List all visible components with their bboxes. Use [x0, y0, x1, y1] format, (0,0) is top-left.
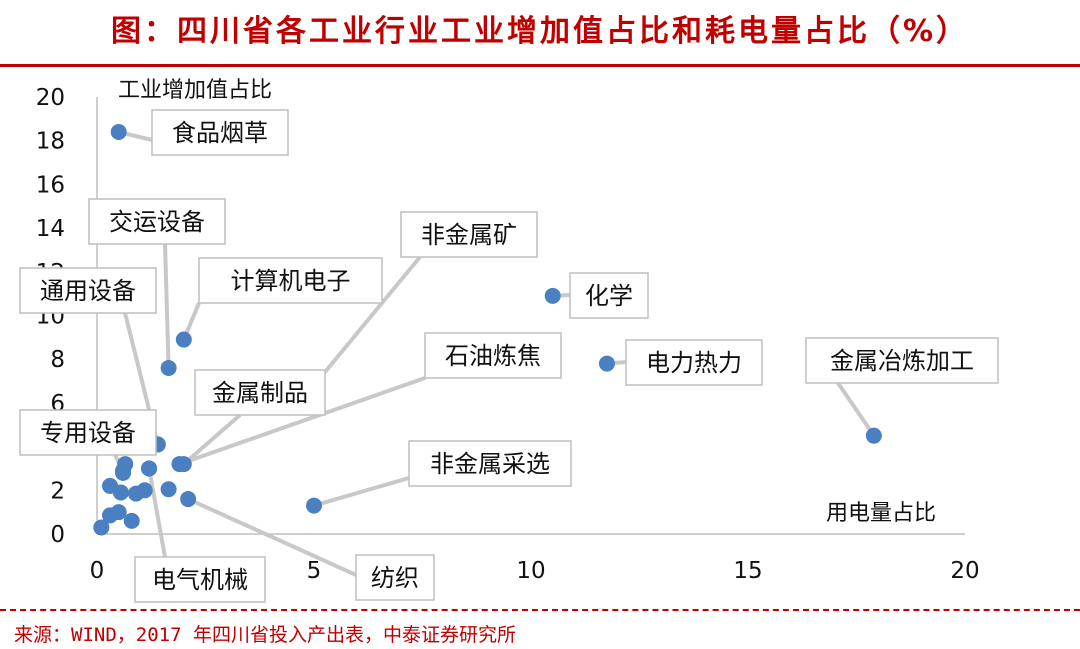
point-label: 电气机械 — [152, 566, 248, 594]
point-label: 计算机电子 — [231, 267, 351, 295]
point-label: 非金属采选 — [430, 450, 550, 478]
label-box — [19, 409, 157, 456]
point-label: 化学 — [585, 282, 633, 310]
point-label: 食品烟草 — [172, 119, 268, 147]
point-label: 非金属矿 — [421, 221, 517, 249]
x-tick-label: 20 — [950, 558, 979, 584]
scatter-point — [175, 456, 192, 473]
leader-line — [313, 476, 410, 508]
scatter-point — [160, 481, 177, 498]
title-rule — [0, 64, 1080, 67]
source-note: 来源：WIND，2017 年四川省投入产出表，中泰证券研究所 — [14, 624, 516, 646]
scatter-point — [598, 355, 615, 372]
x-tick-label: 15 — [733, 558, 762, 584]
scatter-point — [123, 512, 140, 529]
point-label: 纺织 — [371, 564, 419, 592]
label-box — [194, 369, 326, 416]
y-tick-label: 20 — [36, 85, 65, 111]
scatter-point — [110, 504, 127, 521]
point-label: 金属制品 — [212, 379, 308, 407]
point-label: 金属冶炼加工 — [830, 347, 974, 375]
leader-line — [187, 497, 357, 577]
x-tick-label: 0 — [90, 558, 105, 584]
source-rule — [0, 609, 1080, 611]
point-label: 电力热力 — [646, 349, 742, 377]
point-label: 石油炼焦 — [445, 342, 541, 370]
scatter-point — [175, 331, 192, 348]
label-box — [805, 337, 999, 384]
label-box — [134, 556, 266, 603]
scatter-point — [93, 519, 110, 536]
leader-line — [836, 381, 876, 437]
label-box — [151, 109, 289, 156]
leader-line — [147, 468, 167, 558]
y-tick-label: 0 — [50, 522, 65, 548]
scatter-chart: 0246810121416182005101520 食品烟草交运设备计算机电子非… — [19, 78, 999, 603]
label-box — [408, 440, 572, 487]
label-box — [424, 332, 562, 379]
leader-line — [182, 413, 242, 466]
label-box — [400, 211, 538, 258]
scatter-point — [141, 460, 158, 477]
y-tick-label: 18 — [36, 129, 65, 155]
scatter-point — [136, 482, 153, 499]
scatter-point — [110, 123, 127, 140]
label-box — [625, 339, 763, 386]
scatter-point — [112, 484, 129, 501]
point-label: 交运设备 — [109, 208, 205, 236]
leader-line — [163, 243, 171, 368]
x-tick-label: 5 — [307, 558, 322, 584]
scatter-point — [865, 427, 882, 444]
scatter-point — [544, 287, 561, 304]
label-box — [88, 198, 226, 245]
point-label: 通用设备 — [40, 277, 136, 305]
x-axis-label: 用电量占比 — [826, 501, 936, 526]
y-tick-label: 2 — [50, 478, 65, 504]
y-tick-label: 8 — [50, 347, 65, 373]
x-tick-label: 10 — [516, 558, 545, 584]
point-label: 专用设备 — [40, 419, 136, 447]
leader-line — [178, 376, 426, 466]
y-tick-label: 16 — [36, 172, 65, 198]
label-box — [19, 267, 157, 314]
y-tick-label: 14 — [36, 216, 65, 242]
y-axis-label: 工业增加值占比 — [118, 78, 272, 103]
leader-line — [312, 255, 422, 387]
chart-title: 图：四川省各工业行业工业增加值占比和耗电量占比（%） — [110, 14, 970, 49]
scatter-point — [160, 359, 177, 376]
leader-layer — [113, 130, 876, 577]
label-box — [569, 272, 649, 319]
label-box — [355, 554, 435, 601]
scatter-point — [306, 497, 322, 514]
scatter-point — [115, 462, 132, 479]
scatter-point — [180, 491, 197, 508]
label-box — [198, 257, 383, 304]
